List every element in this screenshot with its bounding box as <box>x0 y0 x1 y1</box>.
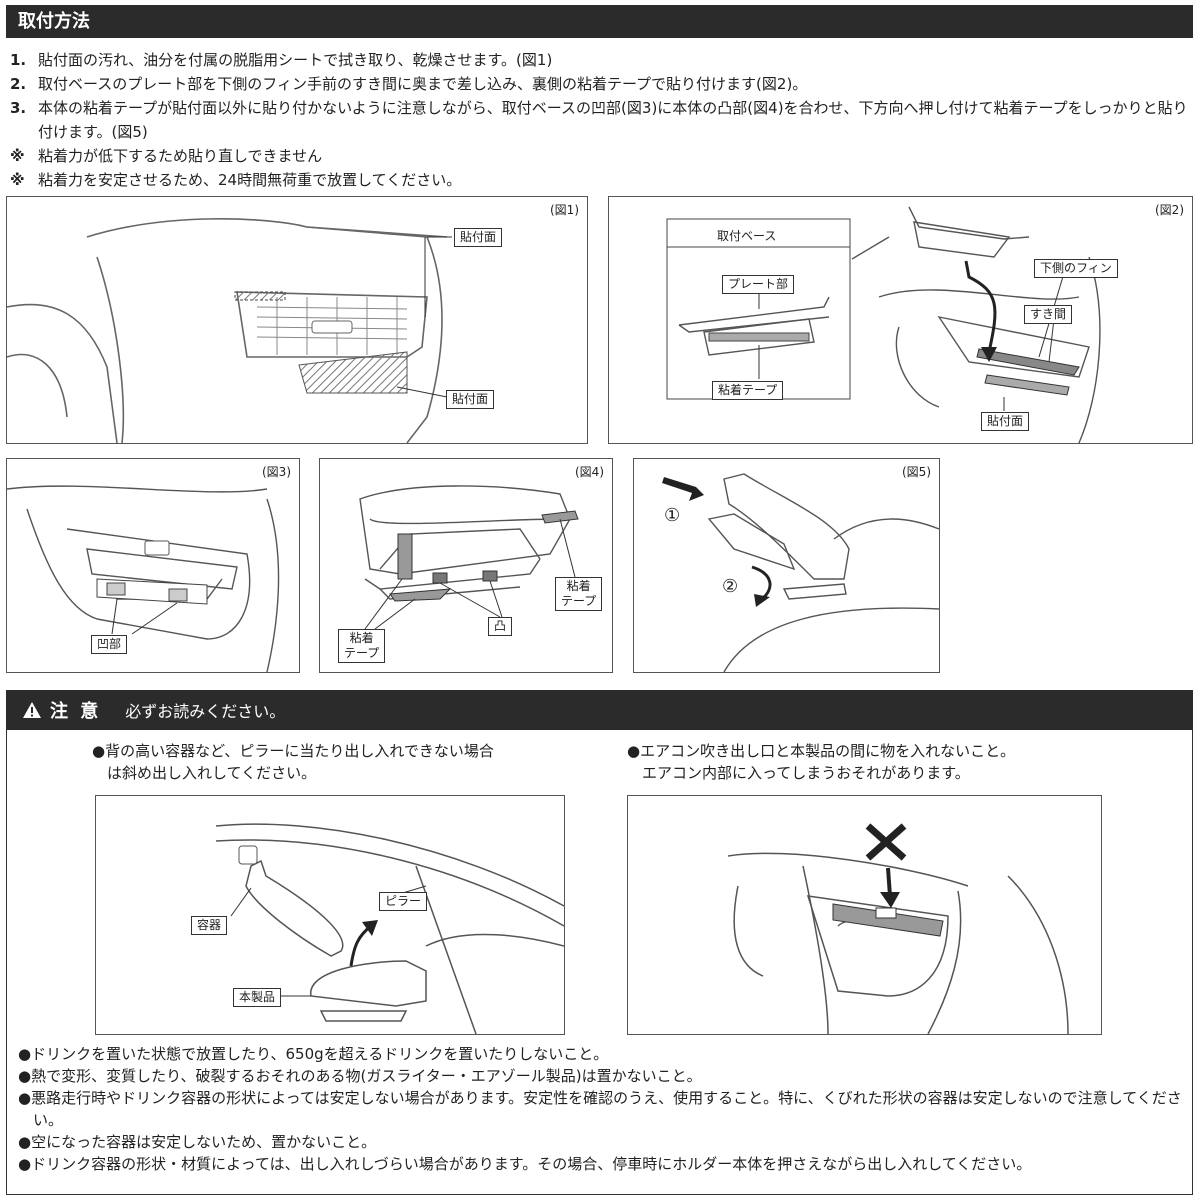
label-recess: 凹部 <box>91 635 128 654</box>
label-pillar: ピラー <box>379 892 428 911</box>
caution-body <box>6 730 1193 1195</box>
figure-2-caption: (図2) <box>1155 203 1184 217</box>
figure-1-caption: (図1) <box>550 203 579 217</box>
step-marker-2: ② <box>722 576 739 597</box>
label-surface-top: 貼付面 <box>454 228 503 247</box>
figure-5-illustration <box>662 473 939 672</box>
step-marker-1: ① <box>664 505 681 526</box>
figure-2: (図2) 取付ベース プレート部 粘着テープ 下側のフィン すき間 貼付面 <box>608 196 1193 444</box>
figure-1: (図1) 貼付面 貼付面 <box>6 196 588 444</box>
illustration-vent-warning <box>627 795 1102 1035</box>
label-mount-base: 取付ベース <box>717 229 777 243</box>
label-lower-fin: 下側のフィン <box>1034 259 1118 278</box>
caution-bullet: ●熱で変形、変質したり、破裂するおそれのある物(ガスライター・エアゾール製品)は… <box>18 1067 702 1085</box>
figure-5: (図5) ① ② <box>633 458 940 673</box>
figure-2-illustration <box>666 206 1101 443</box>
illustration-diagonal-insert: 容器 ピラー 本製品 <box>95 795 565 1035</box>
label-product: 本製品 <box>233 988 282 1007</box>
figure-4-illustration <box>359 485 579 630</box>
figure-4-caption: (図4) <box>575 465 604 479</box>
step-item: 1.貼付面の汚れ、油分を付属の脱脂用シートで拭き取り、乾燥させます。(図1) <box>10 51 553 69</box>
caution-title: 注 意 <box>50 701 102 722</box>
step-note: ※粘着力を安定させるため、24時間無荷重で放置してください。 <box>10 171 462 189</box>
step-item: 2.取付ベースのプレート部を下側のフィン手前のすき間に奥まで差し込み、裏側の粘着… <box>10 75 808 93</box>
caution-bullets: ●ドリンクを置いた状態で放置したり、650gを超えるドリンクを置いたりしないこと… <box>18 1043 1183 1175</box>
warning-icon <box>23 702 41 718</box>
label-surface-bottom: 貼付面 <box>446 390 495 409</box>
caution-subtitle: 必ずお読みください。 <box>125 702 286 721</box>
figure-3-caption: (図3) <box>262 465 291 479</box>
step-note: ※粘着力が低下するため貼り直しできません <box>10 147 323 165</box>
label-tape-right: 粘着 テープ <box>555 577 603 611</box>
caution-header: 注 意 必ずお読みください。 <box>6 690 1193 730</box>
caution-bullet: ●空になった容器は安定しないため、置かないこと。 <box>18 1133 377 1151</box>
figure-1-illustration <box>7 218 452 443</box>
caution-note-right: ●エアコン吹き出し口と本製品の間に物を入れないこと。 エアコン内部に入ってしまう… <box>627 742 1016 782</box>
section-title: 取付方法 <box>6 5 1193 38</box>
label-surface: 貼付面 <box>981 412 1030 431</box>
label-gap: すき間 <box>1024 305 1073 324</box>
label-tape-left: 粘着 テープ <box>338 629 386 663</box>
figure-4: (図4) 粘着 テープ 粘着 テープ 凸 <box>319 458 613 673</box>
vent-illustration <box>727 823 1069 1034</box>
caution-bullet: ●悪路走行時やドリンク容器の形状によっては安定しない場合があります。安定性を確認… <box>18 1089 1182 1129</box>
caution-note-left: ●背の高い容器など、ピラーに当たり出し入れできない場合 は斜め出し入れしてくださ… <box>92 742 494 782</box>
caution-bullet: ●ドリンクを置いた状態で放置したり、650gを超えるドリンクを置いたりしないこと… <box>18 1045 609 1063</box>
figure-3: (図3) 凹部 <box>6 458 300 673</box>
step-item: 3.本体の粘着テープが貼付面以外に貼り付かないように注意しながら、取付ベースの凹… <box>10 99 1188 141</box>
label-tape: 粘着テープ <box>712 381 784 400</box>
figure-5-caption: (図5) <box>902 465 931 479</box>
caution-bullet: ●ドリンク容器の形状・材質によっては、出し入れしづらい場合があります。その場合、… <box>18 1155 1032 1173</box>
label-boss: 凸 <box>488 617 513 636</box>
figure-3-illustration <box>7 485 280 672</box>
label-container: 容器 <box>191 916 228 935</box>
label-plate: プレート部 <box>722 275 795 294</box>
bottle-illustration <box>215 823 564 1034</box>
steps-list: 1.貼付面の汚れ、油分を付属の脱脂用シートで拭き取り、乾燥させます。(図1) 2… <box>10 48 1190 192</box>
